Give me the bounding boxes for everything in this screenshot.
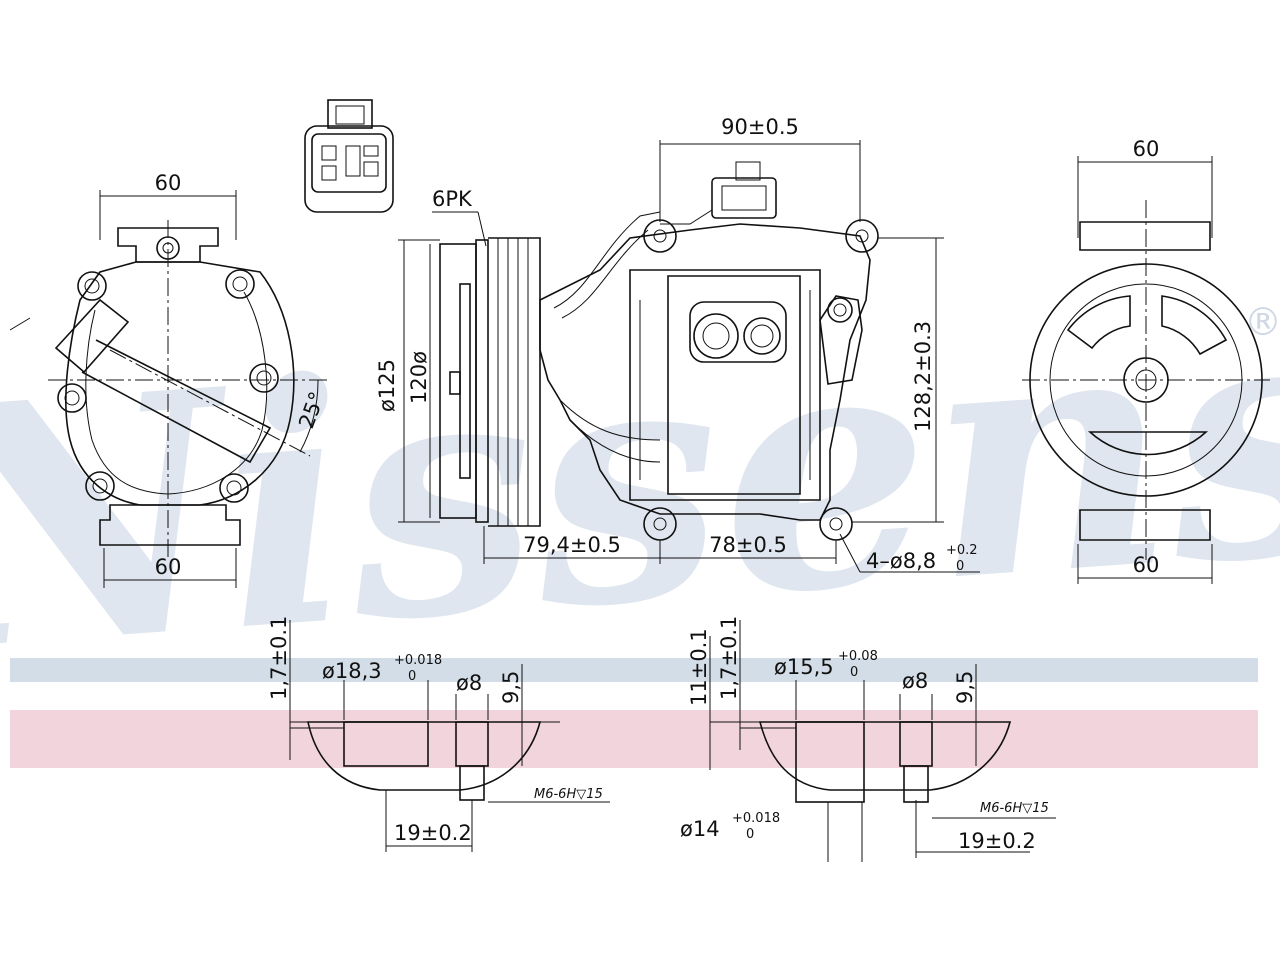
right-bore-dia: ø15,5 xyxy=(774,655,834,679)
left-offset: 19±0.2 xyxy=(394,821,472,845)
right-hole-depth: 9,5 xyxy=(953,671,977,704)
left-thread: M6-6H▽15 xyxy=(534,787,603,802)
rear-bolt xyxy=(85,471,115,501)
pulley-inner-dia: 120ø xyxy=(407,351,431,404)
front-view: 60 60 xyxy=(1022,137,1270,584)
front-width-bottom: 60 xyxy=(1133,553,1160,577)
body-length-a: 79,4±0.5 xyxy=(523,533,621,557)
right-offset: 19±0.2 xyxy=(958,829,1036,853)
overall-height: 128,2±0.3 xyxy=(911,321,935,432)
left-hole-dia: ø8 xyxy=(456,671,482,695)
belt-type: 6PK xyxy=(432,187,473,211)
red-band xyxy=(10,710,1258,768)
rear-bolt xyxy=(249,363,279,393)
right-hole-dia: ø8 xyxy=(902,669,928,693)
rear-view: 60 25° 60 xyxy=(9,171,330,588)
right-small-tol-lower: 0 xyxy=(746,827,754,842)
right-small-tol-upper: +0.018 xyxy=(732,811,780,826)
right-depth-b: 11±0.1 xyxy=(687,628,711,706)
right-depth-a: 1,7±0.1 xyxy=(717,616,741,700)
blue-band xyxy=(10,658,1258,682)
left-bore-tol-lower: 0 xyxy=(408,669,416,684)
mount-holes-tol-upper: +0.2 xyxy=(946,543,978,558)
left-hole-depth: 9,5 xyxy=(499,671,523,704)
mount-holes-tol-lower: 0 xyxy=(956,559,964,574)
left-bore-dia: ø18,3 xyxy=(322,659,382,683)
left-depth-a: 1,7±0.1 xyxy=(267,616,291,700)
rear-bolt xyxy=(225,269,255,299)
port-section-left: 1,7±0.1 ø18,3 +0.018 0 ø8 9,5 M6-6H▽15 1… xyxy=(267,616,610,852)
mount-holes: 4–ø8,8 xyxy=(866,549,936,573)
rear-bolt xyxy=(219,473,249,503)
pulley-outer-dia: ø125 xyxy=(375,359,399,412)
body-length-b: 78±0.5 xyxy=(709,533,787,557)
mount-spacing-top: 90±0.5 xyxy=(721,115,799,139)
port-section-right: 11±0.1 1,7±0.1 ø15,5 +0.08 0 ø8 9,5 M6-6… xyxy=(680,616,1056,862)
right-thread: M6-6H▽15 xyxy=(980,801,1049,816)
right-small-dia: ø14 xyxy=(680,817,720,841)
connector-plug-view xyxy=(304,99,394,213)
front-width-top: 60 xyxy=(1133,137,1160,161)
rear-bolt xyxy=(77,271,107,301)
right-bore-tol-upper: +0.08 xyxy=(838,649,878,664)
rear-width-top: 60 xyxy=(155,171,182,195)
rear-width-bottom: 60 xyxy=(155,555,182,579)
rear-bolt xyxy=(57,383,87,413)
left-bore-tol-upper: +0.018 xyxy=(394,653,442,668)
watermark-layer: Nissens ® xyxy=(0,238,1280,768)
side-view: 6PK ø125 120ø xyxy=(375,115,980,574)
right-bore-tol-lower: 0 xyxy=(850,665,858,680)
mount-ear xyxy=(845,219,879,253)
registered-mark: ® xyxy=(1244,300,1280,344)
